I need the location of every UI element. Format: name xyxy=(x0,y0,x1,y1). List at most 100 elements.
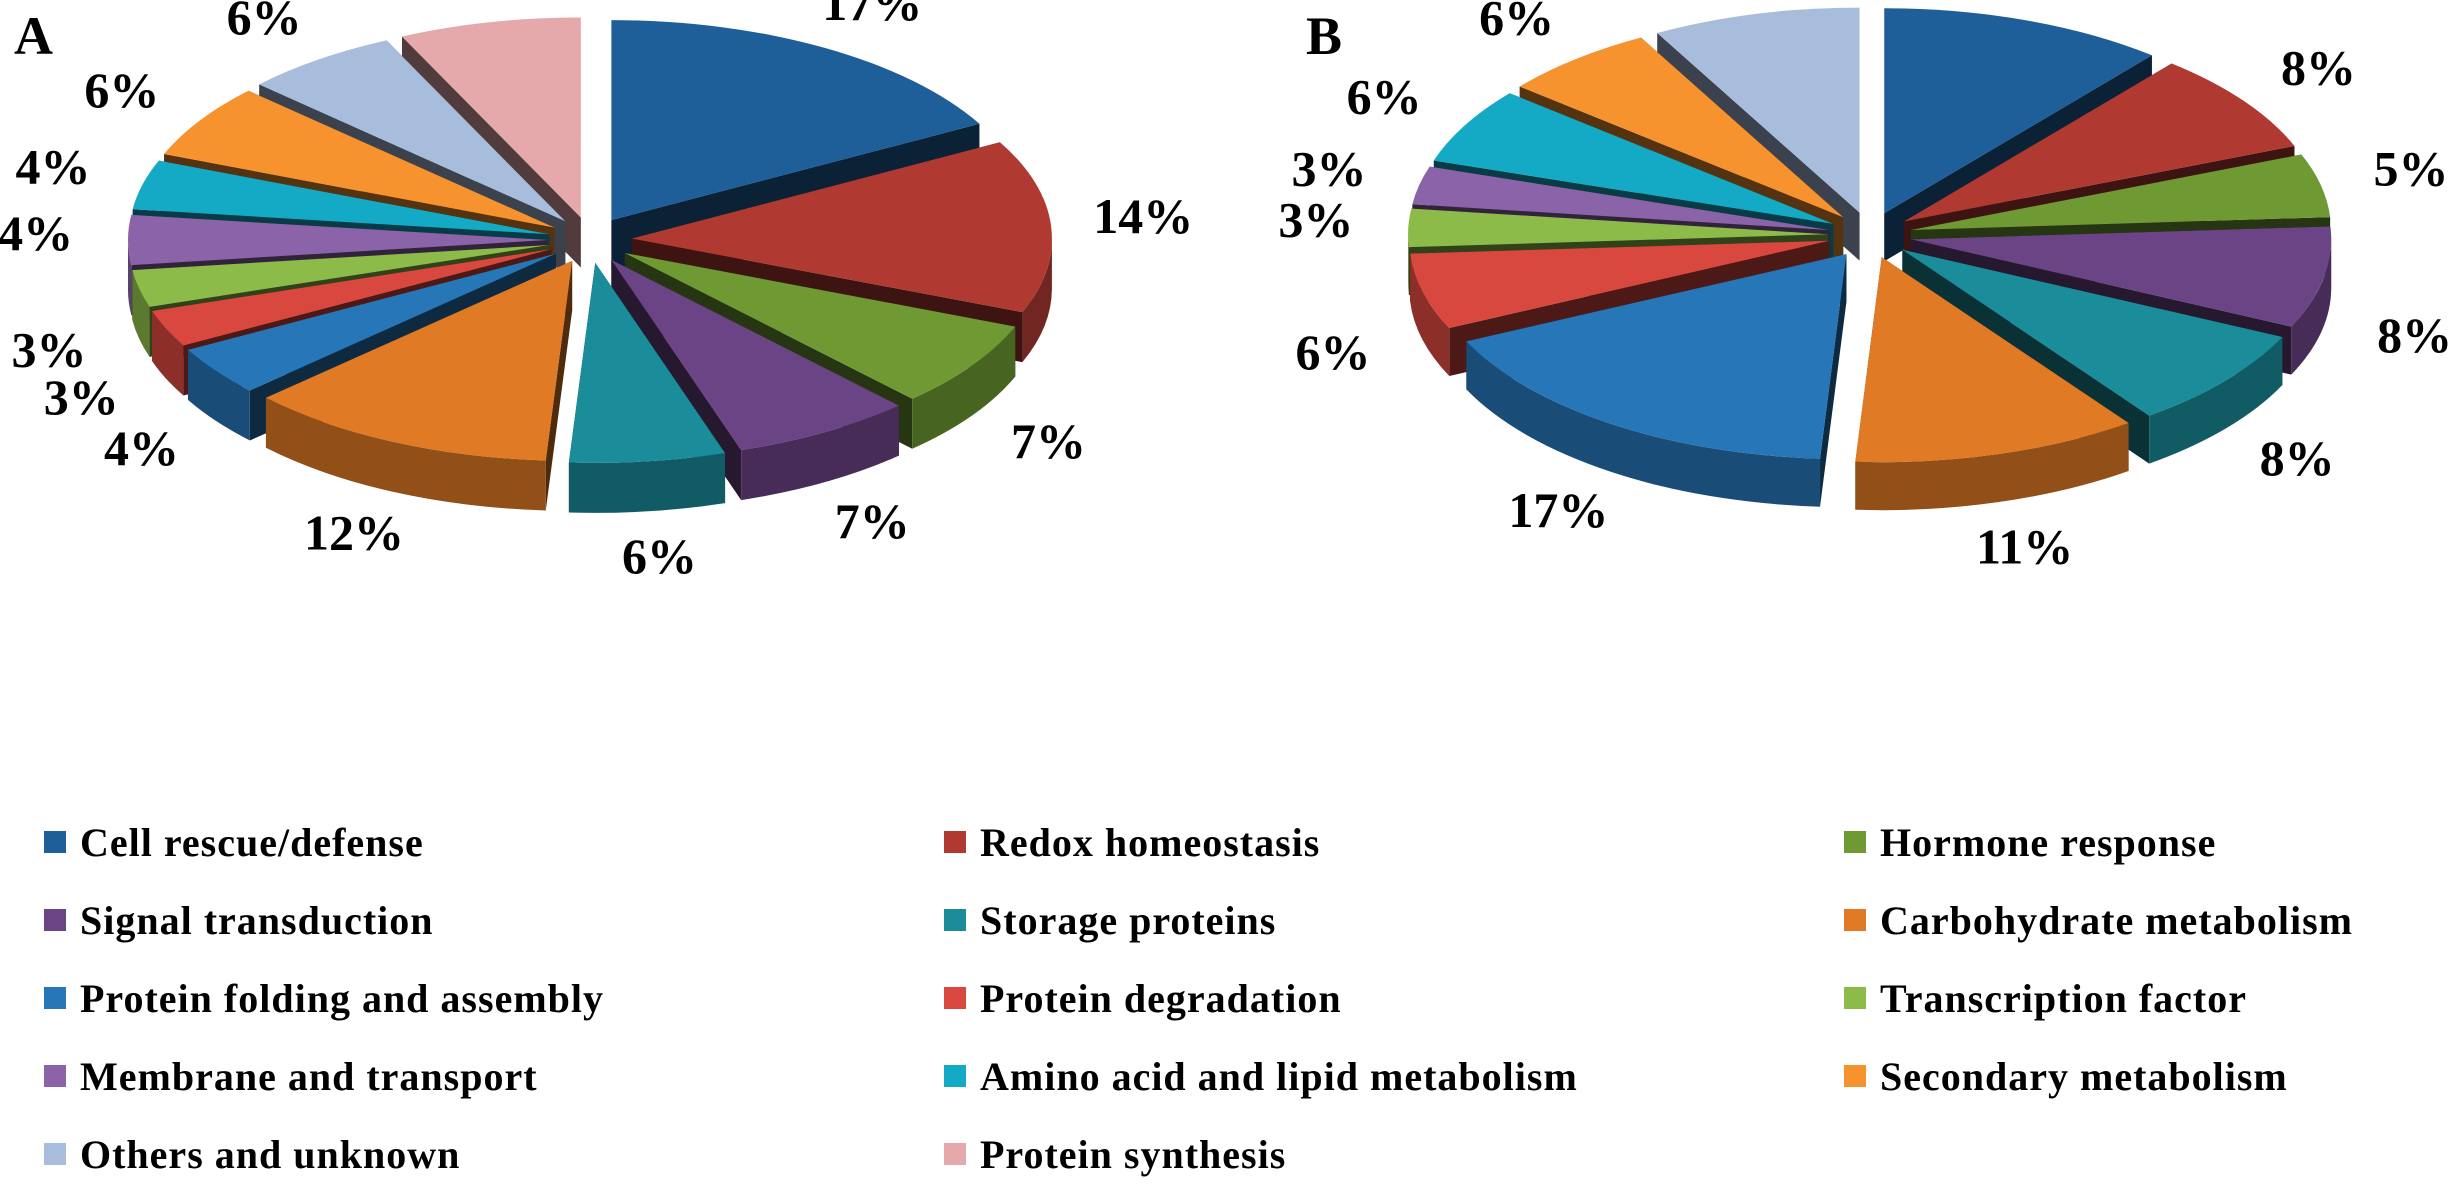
legend-item-redox: Redox homeostasis xyxy=(944,812,1320,872)
pie-slice-wall xyxy=(2149,337,2283,464)
pie-slice xyxy=(624,252,1016,399)
data-label: 4% xyxy=(0,205,73,261)
pie-slice xyxy=(1884,8,2152,214)
data-label: 6% xyxy=(84,62,159,118)
legend-label: Hormone response xyxy=(1880,819,2217,865)
legend-label: Amino acid and lipid metabolism xyxy=(980,1053,1578,1099)
pie-slice xyxy=(1855,257,2129,463)
legend-label: Protein degradation xyxy=(980,975,1342,1021)
legend-swatch xyxy=(944,831,966,853)
data-label: 17% xyxy=(822,0,922,31)
data-label: 3% xyxy=(1291,140,1366,196)
pie-slice-wall xyxy=(2291,239,2332,375)
data-label: 7% xyxy=(835,493,910,549)
pie-slice xyxy=(611,259,899,451)
legend-swatch xyxy=(944,909,966,931)
pie-tops xyxy=(127,17,1052,463)
legend-swatch xyxy=(944,1065,966,1087)
legend-item-storage: Storage proteins xyxy=(944,890,1276,950)
legend-label: Signal transduction xyxy=(80,897,434,943)
legend-swatch xyxy=(44,909,66,931)
data-label: 6% xyxy=(1347,68,1422,124)
pie-slice-wall xyxy=(152,310,184,396)
legend-item-secondary: Secondary metabolism xyxy=(1844,1046,2288,1106)
pie-slice-wall xyxy=(1022,238,1052,363)
pie-labels: 8%11%6%8%6%5%3%3%8%6%8%17%11% xyxy=(1278,0,2451,574)
pie-slice xyxy=(1911,226,2332,327)
pie-slice xyxy=(132,160,550,235)
pie-slice-wall xyxy=(265,397,546,511)
legend-item-protein-folding: Protein folding and assembly xyxy=(44,968,604,1028)
pie-slice-cut-face xyxy=(152,249,552,361)
legend-swatch xyxy=(44,1143,66,1165)
legend-item-carbohydrate: Carbohydrate metabolism xyxy=(1844,890,2353,950)
pie-slice xyxy=(1410,240,1830,329)
pie-slice xyxy=(127,214,548,266)
legend-swatch xyxy=(1844,909,1866,931)
legend-label: Secondary metabolism xyxy=(1880,1053,2288,1099)
pie-slice xyxy=(259,40,566,222)
legend-swatch xyxy=(944,1143,966,1165)
pie-slice xyxy=(402,17,581,218)
pie-tops xyxy=(1408,7,2332,463)
legend-label: Transcription factor xyxy=(1880,975,2247,1021)
pie-slice xyxy=(1412,166,1830,230)
legend-swatch xyxy=(44,1065,66,1087)
data-label: 8% xyxy=(2377,307,2451,363)
legend-item-hormone: Hormone response xyxy=(1844,812,2216,872)
pie-slice xyxy=(568,262,726,463)
legend-item-protein-degradation: Protein degradation xyxy=(944,968,1342,1028)
pie-slice xyxy=(1657,7,1860,213)
panel-label-b: B xyxy=(1306,6,1342,66)
pie-slice-wall xyxy=(1466,341,1821,507)
data-label: 8% xyxy=(2281,39,2356,95)
pie-chart-b: 8%11%6%8%6%5%3%3%8%6%8%17%11% xyxy=(1278,0,2451,574)
pie-slice-wall xyxy=(568,453,726,513)
pie-slice xyxy=(1910,154,2331,230)
legend-item-signal: Signal transduction xyxy=(44,890,434,950)
pie-labels: 7%17%6%6%4%14%4%3%3%7%4%7%12%6% xyxy=(0,0,1193,584)
pie-slice-wall xyxy=(1408,234,1409,296)
pie-slice-wall xyxy=(132,270,150,357)
pie-slice xyxy=(1519,37,1844,218)
pie-slice-wall xyxy=(912,326,1016,449)
pie-slice xyxy=(187,253,557,391)
pie-slice xyxy=(132,245,550,307)
legend-label: Protein synthesis xyxy=(980,1131,1287,1177)
pie-slice xyxy=(611,20,980,221)
legend-item-transcription: Transcription factor xyxy=(1844,968,2247,1028)
pie-slice-wall xyxy=(1410,253,1450,377)
pie-slice-wall xyxy=(128,240,132,316)
legend-label: Carbohydrate metabolism xyxy=(1880,897,2353,943)
panel-label-a: A xyxy=(14,6,53,66)
data-label: 11% xyxy=(1976,518,2073,574)
pie-slice xyxy=(1408,208,1829,248)
legend: Cell rescue/defense Redox homeostasis Ho… xyxy=(0,812,2451,1192)
legend-item-others: Others and unknown xyxy=(44,1124,460,1184)
legend-item-membrane: Membrane and transport xyxy=(44,1046,538,1106)
data-label: 6% xyxy=(227,0,302,45)
data-label: 3% xyxy=(44,369,119,425)
legend-swatch xyxy=(1844,987,1866,1009)
data-label: 12% xyxy=(304,505,404,561)
pie-slice xyxy=(1903,63,2295,222)
legend-label: Cell rescue/defense xyxy=(80,819,424,865)
data-label: 4% xyxy=(104,420,179,476)
legend-label: Protein folding and assembly xyxy=(80,975,604,1021)
legend-label: Membrane and transport xyxy=(80,1053,538,1099)
pie-slice-wall xyxy=(1855,423,2129,511)
data-label: 8% xyxy=(2260,430,2335,486)
pie-slice-wall xyxy=(741,405,899,501)
data-label: 7% xyxy=(1011,413,1086,469)
data-label: 6% xyxy=(622,528,697,584)
legend-label: Redox homeostasis xyxy=(980,819,1321,865)
legend-swatch xyxy=(44,831,66,853)
pie-slice xyxy=(152,249,552,346)
pie-slice xyxy=(265,260,573,461)
pie-slice-wall xyxy=(187,349,250,441)
legend-label: Storage proteins xyxy=(980,897,1277,943)
data-label: 3% xyxy=(1278,191,1353,247)
legend-swatch xyxy=(1844,1065,1866,1087)
pie-slice xyxy=(1466,254,1847,459)
